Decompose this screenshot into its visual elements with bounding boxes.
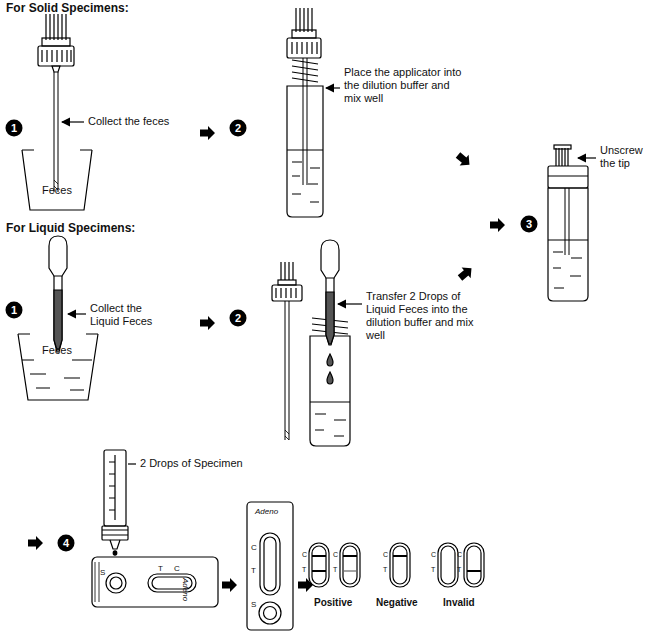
- window-letter: C: [174, 564, 180, 573]
- window-letter: C: [431, 551, 436, 559]
- window-letter: C: [302, 551, 307, 559]
- step-label: Transfer 2 Drops of Liquid Feces into th…: [366, 290, 478, 342]
- window-letter: C: [457, 551, 462, 559]
- callout-number: 3: [521, 216, 537, 232]
- window-letter: T: [251, 566, 256, 575]
- cup-label: Feces: [42, 184, 72, 197]
- window-letter: C: [251, 543, 257, 552]
- step-label: Unscrew the tip: [600, 144, 660, 170]
- window-letter: C: [333, 551, 338, 559]
- window-letter: T: [457, 566, 461, 574]
- section-heading: For Solid Specimens:: [6, 2, 129, 15]
- result-label: Invalid: [443, 596, 475, 609]
- well-letter: S: [100, 568, 105, 577]
- callout-number: 1: [6, 120, 22, 136]
- window-letter: T: [383, 566, 387, 574]
- result-label: Positive: [314, 596, 352, 609]
- step-label: 2 Drops of Specimen: [140, 457, 243, 470]
- window-letter: C: [383, 551, 388, 559]
- well-letter: S: [251, 600, 256, 609]
- callout-number: 2: [230, 310, 246, 326]
- step-label: Collect the Liquid Feces: [90, 302, 170, 328]
- window-letter: T: [431, 566, 435, 574]
- brand-name: Adeno: [181, 578, 190, 601]
- window-letter: T: [302, 566, 306, 574]
- step-label: Collect the feces: [88, 115, 169, 128]
- step-label: Place the applicator into the dilution b…: [344, 66, 462, 105]
- callout-number: 4: [58, 535, 74, 551]
- callout-number: 1: [6, 302, 22, 318]
- result-label: Negative: [376, 596, 418, 609]
- section-heading: For Liquid Specimens:: [6, 222, 135, 235]
- window-letter: T: [333, 566, 337, 574]
- brand-name: Adeno: [255, 507, 278, 516]
- cup-label: Feces: [42, 344, 72, 357]
- window-letter: T: [158, 564, 163, 573]
- callout-number: 2: [230, 120, 246, 136]
